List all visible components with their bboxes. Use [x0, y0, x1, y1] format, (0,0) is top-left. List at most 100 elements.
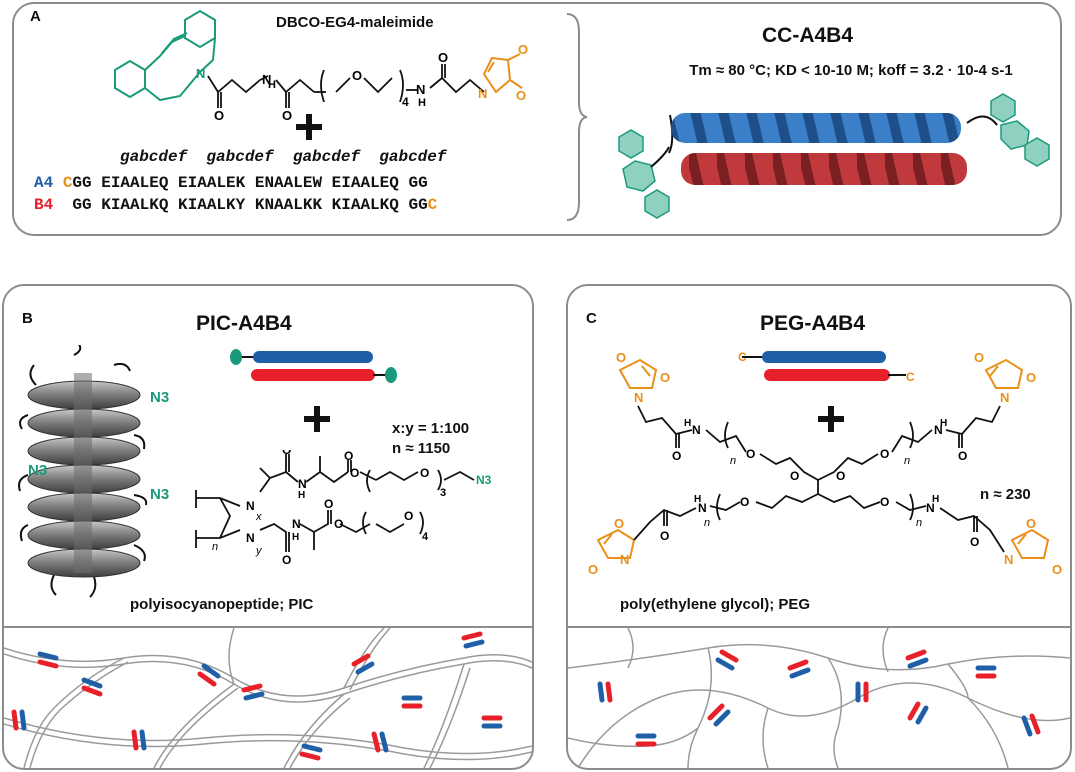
azide-label-left: N3 — [28, 462, 48, 479]
svg-text:N: N — [246, 499, 255, 513]
seq-a4-name: A4 — [34, 174, 54, 192]
svg-text:N: N — [1000, 390, 1009, 405]
svg-text:O: O — [880, 447, 889, 461]
panel-c-label: C — [586, 310, 597, 327]
sequence-a4: A4 CGG EIAALEQ EIAALEK ENAALEW EIAALEQ G… — [34, 174, 428, 192]
svg-text:O: O — [660, 370, 670, 385]
svg-text:H: H — [298, 490, 305, 501]
svg-text:O: O — [1052, 562, 1062, 577]
pic-x: x — [255, 511, 262, 523]
pic-sub3: 3 — [440, 487, 446, 499]
svg-text:N: N — [620, 552, 629, 567]
coiled-coil-complex — [618, 93, 1050, 219]
pic-n-value: n ≈ 1150 — [392, 440, 451, 457]
svg-text:N: N — [292, 517, 301, 531]
pic-ratio: x:y = 1:100 — [392, 420, 470, 437]
cc-a4b4-properties: Tm ≈ 80 °C; KD < 10-10 M; koff = 3.2 · 1… — [689, 62, 1013, 79]
peg-n-value: n ≈ 230 — [980, 486, 1031, 503]
svg-text:O: O — [746, 447, 755, 461]
seq-a4-cysteine: C — [62, 174, 73, 192]
svg-text:N: N — [934, 423, 943, 437]
svg-text:H: H — [694, 494, 701, 505]
pic-y: y — [255, 545, 263, 557]
pic-structure-azide: N3 — [476, 473, 492, 487]
svg-text:O: O — [282, 553, 291, 567]
svg-text:O: O — [836, 469, 845, 483]
heptad-labels: gabcdef gabcdef gabcdef gabcdef — [120, 148, 447, 166]
pic-network — [4, 628, 532, 768]
panel-a-label: A — [30, 8, 41, 25]
svg-text:H: H — [418, 97, 426, 109]
peg-network — [568, 628, 1070, 768]
plus-sign-a — [296, 114, 322, 140]
svg-text:H: H — [684, 418, 691, 429]
svg-text:O: O — [880, 495, 889, 509]
svg-text:O: O — [1026, 370, 1036, 385]
pic-n: n — [212, 541, 218, 553]
pic-a4b4-title: PIC-A4B4 — [196, 312, 292, 335]
seq-b4-body: GG KIAALKQ KIAALKY KNAALKK KIAALKQ GG — [72, 196, 428, 214]
svg-text:O: O — [672, 449, 681, 463]
svg-text:O: O — [1026, 516, 1036, 531]
svg-text:H: H — [932, 494, 939, 505]
peg-chemical-structure: O O N O O N O O N O O N N H O n O N H O … — [588, 350, 1062, 577]
dbco-icon-left — [618, 129, 670, 219]
svg-text:O: O — [970, 535, 979, 549]
plus-sign-c — [818, 406, 844, 432]
svg-text:O: O — [214, 108, 224, 123]
pic-helix — [18, 345, 148, 598]
svg-text:O: O — [516, 88, 526, 103]
svg-text:O: O — [518, 42, 528, 57]
azide-label-right: N3 — [150, 486, 170, 503]
svg-text:O: O — [350, 466, 359, 480]
svg-text:H: H — [940, 418, 947, 429]
panel-c-divider — [566, 626, 1072, 628]
pic-chemical-structure: N H O O O O 3 N3 N H O O O O 4 N x N y n — [195, 450, 492, 567]
panel-b — [2, 284, 534, 770]
svg-text:n: n — [704, 517, 710, 529]
panel-b-label: B — [22, 310, 33, 327]
svg-text:N: N — [478, 86, 487, 101]
svg-text:C: C — [738, 350, 747, 364]
svg-text:C: C — [906, 370, 915, 384]
svg-text:N: N — [298, 477, 307, 491]
svg-text:O: O — [614, 516, 624, 531]
svg-text:O: O — [438, 50, 448, 65]
dbco-eg4-maleimide-structure: N N H O O O 4 N H O N O O — [114, 9, 528, 123]
svg-text:N: N — [1004, 552, 1013, 567]
svg-text:N: N — [926, 501, 935, 515]
svg-text:H: H — [268, 79, 276, 91]
svg-text:N: N — [698, 501, 707, 515]
svg-text:N: N — [634, 390, 643, 405]
peg-a4b4-title: PEG-A4B4 — [760, 312, 866, 335]
dbco-group — [114, 9, 216, 102]
svg-text:N: N — [416, 82, 425, 97]
sequence-b4: N3B4 GG KIAALKQ KIAALKY KNAALKK KIAALKQ … — [34, 196, 438, 214]
eg-repeat-subscript: 4 — [402, 95, 409, 109]
svg-text:O: O — [790, 469, 799, 483]
svg-text:O: O — [974, 350, 984, 365]
helix-a4 — [671, 113, 961, 143]
amide-n-label: N — [262, 72, 271, 87]
svg-text:O: O — [740, 495, 749, 509]
svg-text:O: O — [420, 466, 429, 480]
seq-a4-body: GG EIAALEQ EIAALEK ENAALEW EIAALEQ GG — [72, 174, 428, 192]
panel-b-divider — [2, 626, 534, 628]
svg-text:O: O — [324, 497, 333, 511]
maleimide-group — [482, 53, 523, 94]
svg-text:N: N — [246, 531, 255, 545]
svg-text:O: O — [958, 449, 967, 463]
azide-label-top: N3 — [150, 389, 170, 406]
svg-text:O: O — [352, 68, 362, 83]
svg-text:O: O — [344, 450, 353, 463]
svg-text:O: O — [282, 450, 291, 457]
svg-text:n: n — [904, 455, 910, 467]
reagent-name: DBCO-EG4-maleimide — [276, 14, 434, 31]
panel-a — [12, 2, 1062, 236]
svg-text:O: O — [616, 350, 626, 365]
svg-text:N: N — [196, 66, 205, 81]
svg-text:n: n — [916, 517, 922, 529]
svg-text:N: N — [692, 423, 701, 437]
brace — [566, 13, 588, 221]
svg-text:O: O — [282, 108, 292, 123]
